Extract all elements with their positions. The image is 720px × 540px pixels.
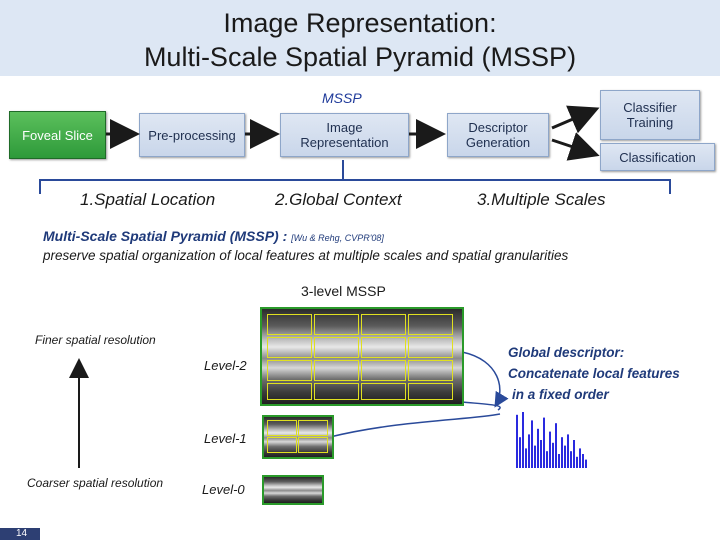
aspect-bracket (39, 179, 671, 194)
preprocessing-label: Pre-processing (148, 127, 236, 143)
level-2-image (260, 307, 464, 406)
global-descriptor-histogram (516, 412, 587, 468)
histogram-bar (564, 445, 566, 468)
mssp-definition-term: Multi-Scale Spatial Pyramid (MSSP) : [Wu… (43, 228, 384, 244)
histogram-bar (531, 420, 533, 468)
histogram-bar (543, 417, 545, 468)
histogram-bar (546, 451, 548, 468)
slide-title-line2: Multi-Scale Spatial Pyramid (MSSP) (143, 42, 577, 72)
grid-cell (361, 314, 406, 335)
histogram-bar (573, 440, 575, 468)
histogram-bar (555, 423, 557, 468)
histogram-bar (552, 442, 554, 468)
level-0-image (262, 475, 324, 505)
histogram-bar (525, 448, 527, 468)
histogram-bar (561, 437, 563, 468)
coarser-resolution-label: Coarser spatial resolution (27, 476, 164, 490)
classification-box: Classification (600, 143, 715, 171)
grid-cell (408, 314, 453, 335)
concat-arrow-1 (461, 351, 509, 408)
image-representation-label: Image Representation (300, 120, 389, 150)
grid-cell (267, 337, 312, 358)
histogram-bar (558, 454, 560, 468)
preprocessing-box: Pre-processing (139, 113, 245, 157)
histogram-bar (585, 459, 587, 468)
foveal-slice-box: Foveal Slice (9, 111, 106, 159)
grid-cell (408, 360, 453, 381)
descriptor-generation-box: Descriptor Generation (447, 113, 549, 157)
histogram-bar (534, 445, 536, 468)
level-1-label: Level-1 (204, 431, 247, 446)
histogram-bar (549, 431, 551, 468)
histogram-bar (519, 437, 521, 468)
classification-label: Classification (619, 149, 696, 165)
arrow-descriptor-to-classification (551, 132, 600, 161)
grid-cell (314, 314, 359, 335)
finer-resolution-label: Finer spatial resolution (35, 333, 156, 347)
aspect-global-context: 2.Global Context (275, 190, 402, 209)
grid-cell (314, 383, 359, 400)
aspect-spatial-location: 1.Spatial Location (80, 190, 216, 209)
histogram-bar (522, 412, 524, 468)
arrow-descriptor-to-training (551, 105, 600, 134)
histogram-bar (570, 451, 572, 468)
grid-cell (267, 383, 312, 400)
global-descriptor-line3: in a fixed order (512, 387, 609, 402)
grid-cell (267, 360, 312, 381)
grid-cell (267, 437, 297, 453)
grid-cell (361, 337, 406, 358)
grid-cell (408, 337, 453, 358)
classifier-training-label: Classifier Training (623, 100, 677, 130)
grid-cell (361, 360, 406, 381)
grid-cell (267, 420, 297, 436)
grid-cell (298, 437, 328, 453)
definition-term-text: Multi-Scale Spatial Pyramid (MSSP) : (43, 228, 288, 244)
classifier-training-box: Classifier Training (600, 90, 700, 140)
level-2-label: Level-2 (204, 358, 247, 373)
foveal-slice-label: Foveal Slice (22, 127, 93, 143)
mssp-label: MSSP (322, 90, 362, 106)
slide-title-line1: Image Representation: (223, 8, 497, 38)
descriptor-generation-label: Descriptor Generation (465, 120, 531, 150)
histogram-bar (582, 454, 584, 468)
level-0-label: Level-0 (202, 482, 245, 497)
histogram-bar (567, 434, 569, 468)
grid-cell (314, 337, 359, 358)
grid-cell (267, 314, 312, 335)
figure-heading: 3-level MSSP (301, 283, 386, 299)
histogram-bar (516, 414, 518, 468)
concat-arrow-3 (329, 413, 501, 438)
grid-cell (361, 383, 406, 400)
histogram-bar (540, 440, 542, 468)
mssp-definition-description: preserve spatial organization of local f… (43, 248, 569, 263)
global-descriptor-line2: Concatenate local features (508, 366, 680, 381)
histogram-bar (579, 448, 581, 468)
global-descriptor-title: Global descriptor: (508, 345, 625, 360)
page-number-bar (0, 528, 40, 540)
concat-arrow-2 (461, 401, 501, 411)
image-representation-box: Image Representation (280, 113, 409, 157)
definition-citation: [Wu & Rehg, CVPR'08] (291, 233, 384, 243)
title-bar (0, 0, 720, 76)
page-number: 14 (16, 528, 28, 539)
aspect-multiple-scales: 3.Multiple Scales (477, 190, 606, 209)
histogram-bar (528, 434, 530, 468)
grid-cell (298, 420, 328, 436)
histogram-bar (537, 428, 539, 468)
level-1-image (262, 415, 334, 459)
histogram-bar (576, 456, 578, 468)
grid-cell (408, 383, 453, 400)
grid-cell (314, 360, 359, 381)
